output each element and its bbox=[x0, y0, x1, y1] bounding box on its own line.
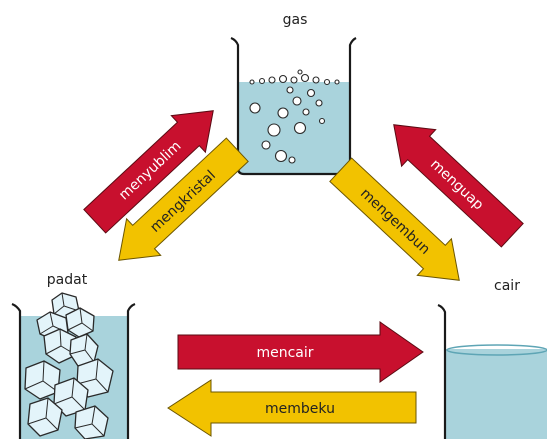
solid-label: padat bbox=[47, 272, 88, 288]
freezing-label: membeku bbox=[265, 401, 335, 417]
liquid-beaker bbox=[437, 303, 547, 439]
liquid-label: cair bbox=[494, 278, 520, 294]
liquid-beaker-glass bbox=[437, 303, 447, 439]
freezing-arrow: membeku bbox=[167, 379, 417, 437]
liquid-beaker-water bbox=[445, 349, 547, 439]
solid-beaker bbox=[11, 292, 136, 439]
ice-cubes bbox=[24, 292, 114, 439]
melting-label: mencair bbox=[256, 345, 313, 361]
gas-beaker bbox=[230, 36, 357, 176]
gas-label: gas bbox=[283, 12, 308, 28]
melting-arrow: mencair bbox=[177, 321, 424, 383]
solid-beaker-glass bbox=[11, 302, 136, 439]
gas-bubbles bbox=[249, 69, 340, 164]
condensation-label: mengembun bbox=[357, 185, 433, 257]
liquid-surface bbox=[446, 344, 547, 356]
gas-beaker-glass bbox=[230, 36, 357, 176]
